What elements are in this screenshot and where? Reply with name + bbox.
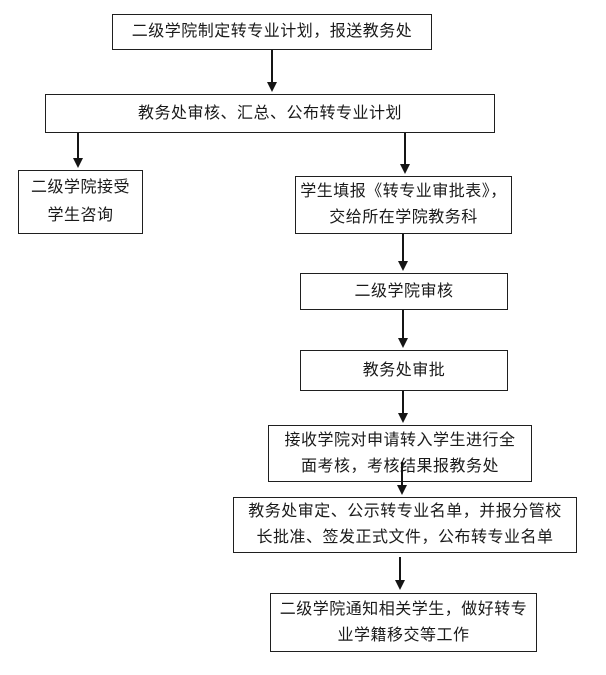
arrow-down-icon: [395, 580, 405, 590]
arrow-down-icon: [400, 164, 410, 174]
arrow-shaft: [402, 234, 404, 263]
arrow-shaft: [77, 133, 79, 160]
arrow-shaft: [404, 133, 406, 166]
arrow-shaft: [399, 557, 401, 582]
flow-node-student-apply: 学生填报《转专业审批表》， 交给所在学院教务科: [295, 176, 512, 234]
flow-node-jwc-review-publish: 教务处审核、汇总、公布转专业计划: [45, 94, 495, 133]
arrow-down-icon: [267, 82, 277, 92]
flow-node-college-review: 二级学院审核: [300, 273, 508, 310]
flow-node-jwc-approve: 教务处审批: [300, 350, 508, 391]
flow-node-college-plan: 二级学院制定转专业计划，报送教务处: [112, 14, 432, 50]
flow-node-receiving-assessment: 接收学院对申请转入学生进行全 面考核，考核结果报教务处: [268, 425, 532, 482]
arrow-down-icon: [397, 485, 407, 495]
arrow-down-icon: [398, 261, 408, 271]
arrow-shaft: [401, 462, 403, 487]
arrow-shaft: [402, 310, 404, 340]
arrow-down-icon: [398, 413, 408, 423]
arrow-shaft: [271, 50, 273, 84]
flow-node-college-notify: 二级学院通知相关学生，做好转专 业学籍移交等工作: [270, 593, 537, 652]
arrow-down-icon: [398, 338, 408, 348]
arrow-shaft: [402, 391, 404, 415]
flow-node-college-consult: 二级学院接受 学生咨询: [18, 170, 143, 234]
arrow-down-icon: [73, 158, 83, 168]
flow-node-jwc-finalize-publish: 教务处审定、公示转专业名单，并报分管校 长批准、签发正式文件，公布转专业名单: [233, 497, 577, 553]
